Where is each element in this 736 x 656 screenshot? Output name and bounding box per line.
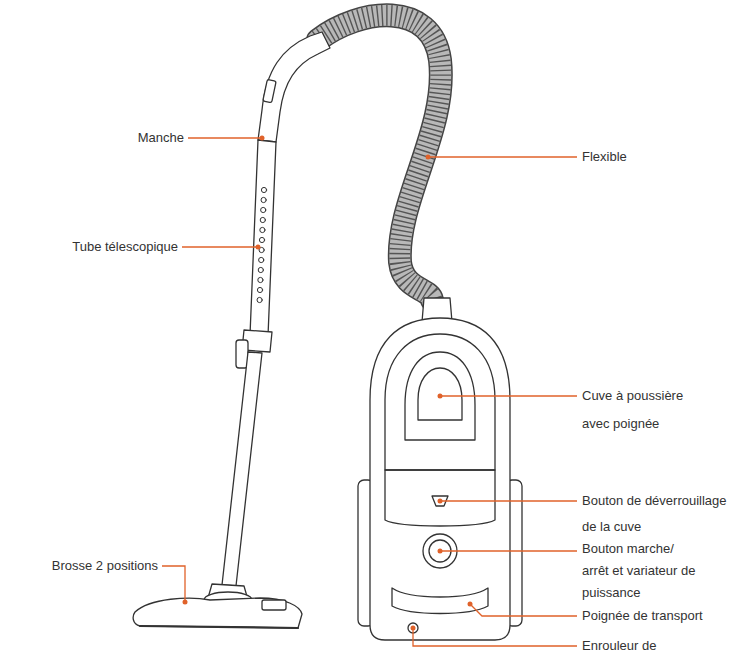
leader-dot [183,600,188,605]
leader-line [440,395,577,396]
leader-line [162,566,185,602]
leader-dot [260,136,265,141]
tube-hole [260,227,265,232]
leader-lines [162,138,577,646]
body-shell [370,318,510,640]
leader-line [188,137,262,138]
part-label: Enrouleur de [582,638,656,654]
brush-pedal [262,600,286,610]
tube-hole [259,237,264,242]
leader-dots [183,136,473,631]
handle-button [263,79,276,102]
part-label: Brosse 2 positions [52,557,158,575]
tube-hole [261,197,266,202]
tube-hole [257,287,262,292]
tube-hole [260,217,265,222]
hose-ribs [318,15,441,300]
tube-hole [259,257,264,262]
leader-dot [438,394,443,399]
leader-line [440,550,577,551]
hose-body [318,15,441,300]
lower-tube [222,352,262,586]
dust-tank [385,334,495,470]
tank-handle-grip [418,368,462,420]
tube-hole [258,267,263,272]
leader-line [413,628,577,646]
leader-dot [438,549,443,554]
tube-hole [257,297,262,302]
part-label: Manche [138,129,184,147]
part-label: Cuve à poussière avec poignée [582,382,700,438]
upper-tube [250,140,276,336]
tube-hole [261,187,266,192]
leader-line [440,500,577,501]
brush-head [133,598,302,628]
leader-dot [256,245,261,250]
leader-line [428,156,577,157]
hose [318,15,441,300]
tube-hole [261,207,266,212]
tank-band [385,470,495,526]
leader-dot [426,155,431,160]
part-label: Bouton marche/ arrêt et variateur de pui… [582,538,700,604]
leader-line [470,604,577,616]
part-label: Poignée de transport [582,607,703,625]
leader-dot [468,602,473,607]
leader-dot [438,499,443,504]
leader-line [182,246,258,247]
carry-handle [392,588,488,614]
handle [258,32,330,142]
brush-base [140,626,298,628]
part-label: Tube télescopique [72,238,178,256]
tube-hole [258,277,263,282]
leader-dot [411,626,416,631]
part-label: Bouton de déverrouillage de la cuve [582,488,732,540]
part-label: Flexible [582,148,627,166]
